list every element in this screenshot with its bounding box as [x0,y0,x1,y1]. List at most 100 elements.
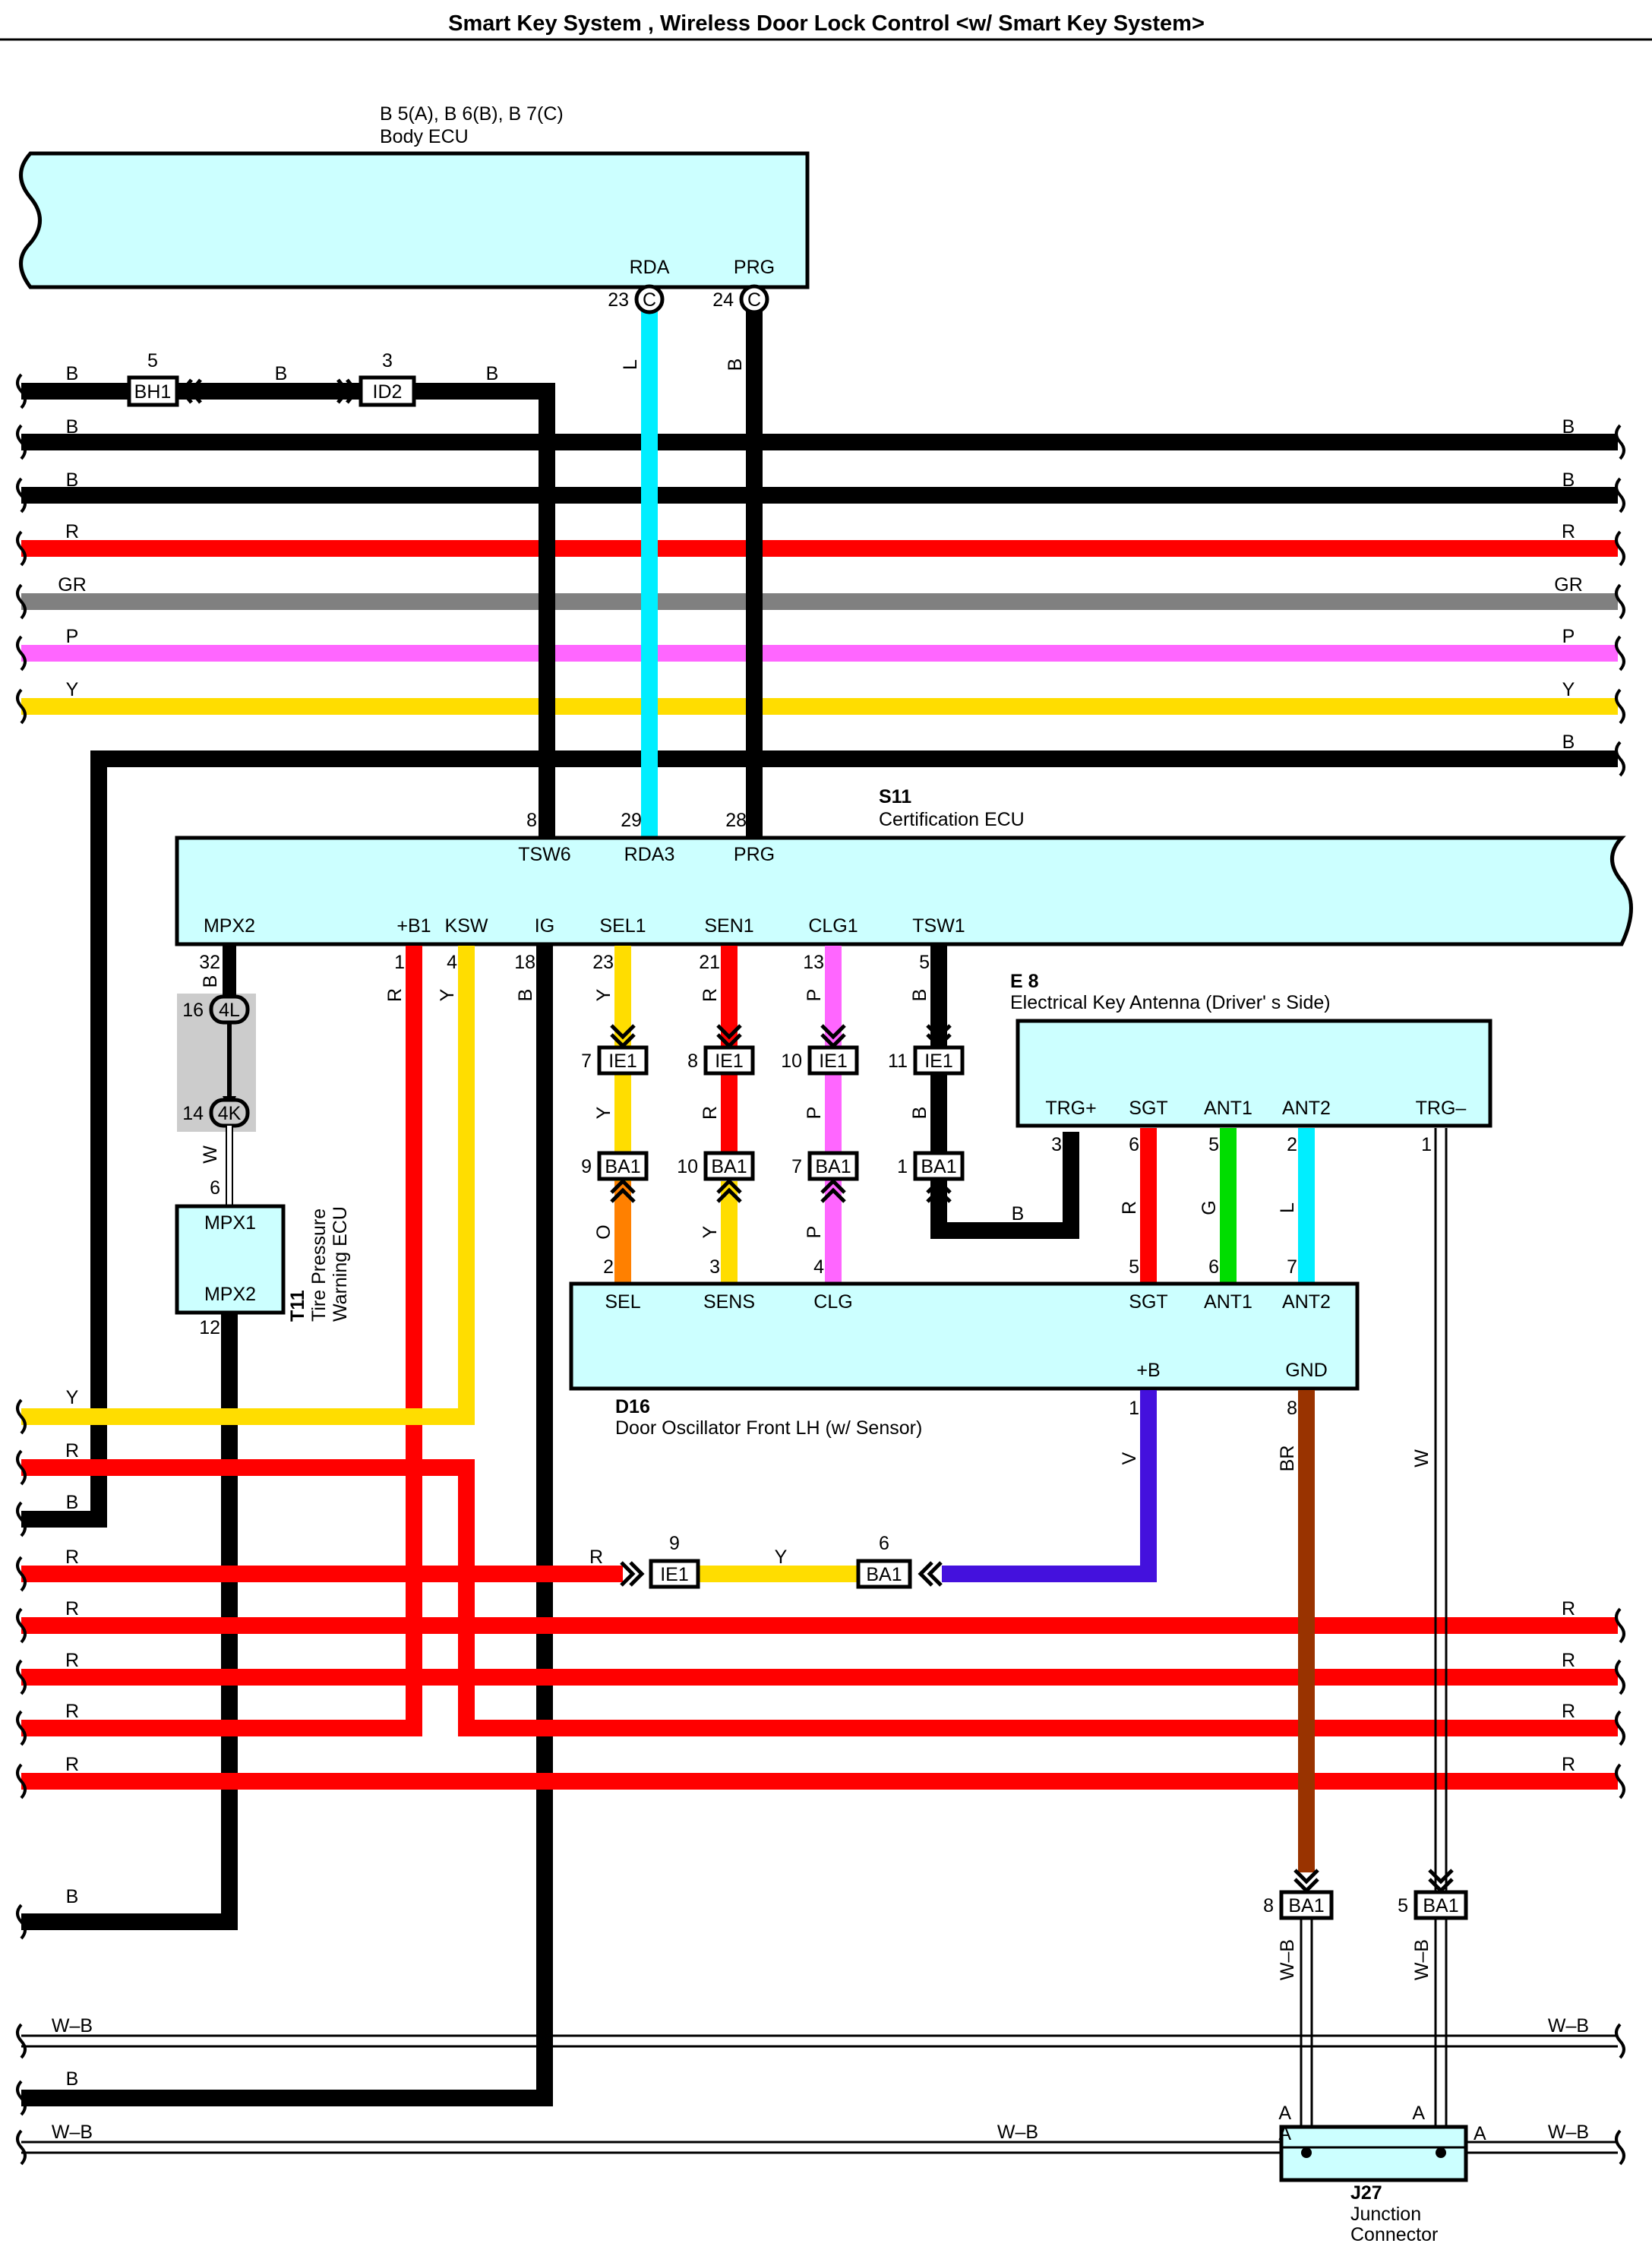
break-mark [16,1556,27,1592]
connector-label: IE1 [924,1051,953,1072]
break-mark [16,2023,27,2059]
page-title: Smart Key System , Wireless Door Lock Co… [448,11,1205,36]
wire-label: P [804,1226,825,1239]
break-mark [1615,688,1625,725]
b1-wire [21,946,422,1736]
junction-name1: Junction [1350,2204,1421,2225]
break-mark [16,1659,27,1695]
tsw-wire [930,946,1079,1239]
connector-label: 4K [218,1103,242,1124]
osc-b-wire [942,1390,1157,1582]
wire-label: W–B [1411,1939,1432,1980]
pin-num: 1 [1421,1134,1432,1155]
break-mark [1615,424,1625,460]
terminal-mark [926,1178,952,1203]
pin-num: 3 [1051,1134,1062,1155]
connector-label: IE1 [819,1051,848,1072]
break-mark [1615,1763,1625,1799]
wire-label: B [1562,731,1575,753]
connector-label: 4L [219,1000,240,1021]
break-mark [16,1607,27,1644]
power-wires: R Y B [21,946,553,2106]
power-connector-row: IE1 9 BA1 6 R Y [21,1533,943,1589]
wire-label: W–B [1548,2015,1589,2036]
pin-num: 6 [1208,1256,1219,1278]
pin-num: 1 [394,952,405,973]
ba1-connector [856,1559,912,1589]
antenna-pin-trg-minus: TRG– [1416,1098,1467,1119]
wire-label: Y [66,679,79,700]
wire-label: W–B [1277,1939,1298,1980]
wire-label: B [725,359,746,371]
wire-label: R [65,1754,79,1775]
osc-pin-b: +B [1136,1360,1160,1381]
cert-pin-tsw1: TSW1 [912,915,965,937]
pin-num: 4 [813,1256,824,1278]
antenna-pin-ant1: ANT1 [1204,1098,1252,1119]
pin-num: 8 [1287,1398,1297,1419]
wire-label: R [65,1440,79,1461]
osc-pin-sgt: SGT [1129,1291,1167,1313]
pin-num: 1 [1129,1398,1139,1419]
tpw-pin-mpx1: MPX1 [204,1212,256,1234]
junction-code: J27 [1350,2182,1382,2204]
connector-num: 8 [687,1051,698,1072]
oscillator-code: D16 [615,1396,650,1417]
bh1-connector [127,375,179,407]
terminal-mark [1428,1869,1454,1894]
wire-label: R [700,988,721,1002]
cert-pin-ig: IG [535,915,554,937]
pin-conn: C [747,289,761,311]
wire-label: W–B [997,2122,1038,2143]
ie1-connector [807,1045,859,1076]
top-bus: B B B B B R R GR GR P P Y Y B [21,363,1618,1528]
break-mark [16,1398,27,1435]
terminal-mark [336,378,359,404]
break-mark [1615,2023,1625,2059]
wire-label: G [1199,1200,1220,1215]
pin-num: 29 [621,810,642,831]
oscillator-name: Door Oscillator Front LH (w/ Sensor) [615,1417,922,1439]
cert-ecu-box [175,836,1633,946]
pin-num: 2 [1287,1134,1297,1155]
id2-connector [359,375,416,407]
terminal-mark [716,1178,742,1203]
body-pin-rda: RDA [630,257,670,278]
ie1-connector [703,1045,755,1076]
pin-circle [634,284,665,314]
wire-label: P [66,626,79,647]
wire-label: Y [66,1387,79,1408]
connector-num: 10 [781,1051,802,1072]
osc-pin-clg: CLG [813,1291,852,1313]
connector-num: 9 [669,1533,680,1554]
cert-ecu-name: Certification ECU [879,809,1025,830]
wire-label: W–B [52,2015,93,2036]
cert-pin-b1: +B1 [396,915,431,937]
cert-pin-rda3: RDA3 [624,844,675,865]
junction-pin: A [1278,2123,1291,2144]
wire-label: R [65,1650,79,1671]
wire-label: GR [58,574,87,596]
break-mark [16,635,27,671]
connector-num: 5 [1398,1895,1408,1916]
break-mark [16,688,27,725]
connector-num: 7 [581,1051,592,1072]
body-ecu-name: Body ECU [380,126,469,147]
wire-label: B [1012,1203,1025,1224]
wire-label: B [66,2068,79,2090]
pin-num: 23 [608,289,629,311]
connector-num: 5 [147,350,158,371]
break-mark [1615,635,1625,671]
tpw-ground-wire [21,1314,238,1930]
pin-num: 5 [1208,1134,1219,1155]
pin-num: 4 [447,952,457,973]
key-antenna: E 8 Electrical Key Antenna (Driver' s Si… [1010,971,1492,1155]
wire-label: R [65,1598,79,1619]
pin-num: 18 [514,952,535,973]
break-mark [16,1904,27,1940]
connector-num: 1 [897,1156,908,1177]
ba1-connector [807,1151,859,1181]
tpw-ecu-code: T11 [287,1290,308,1322]
break-mark [1615,477,1625,513]
connector-num: 6 [879,1533,889,1554]
